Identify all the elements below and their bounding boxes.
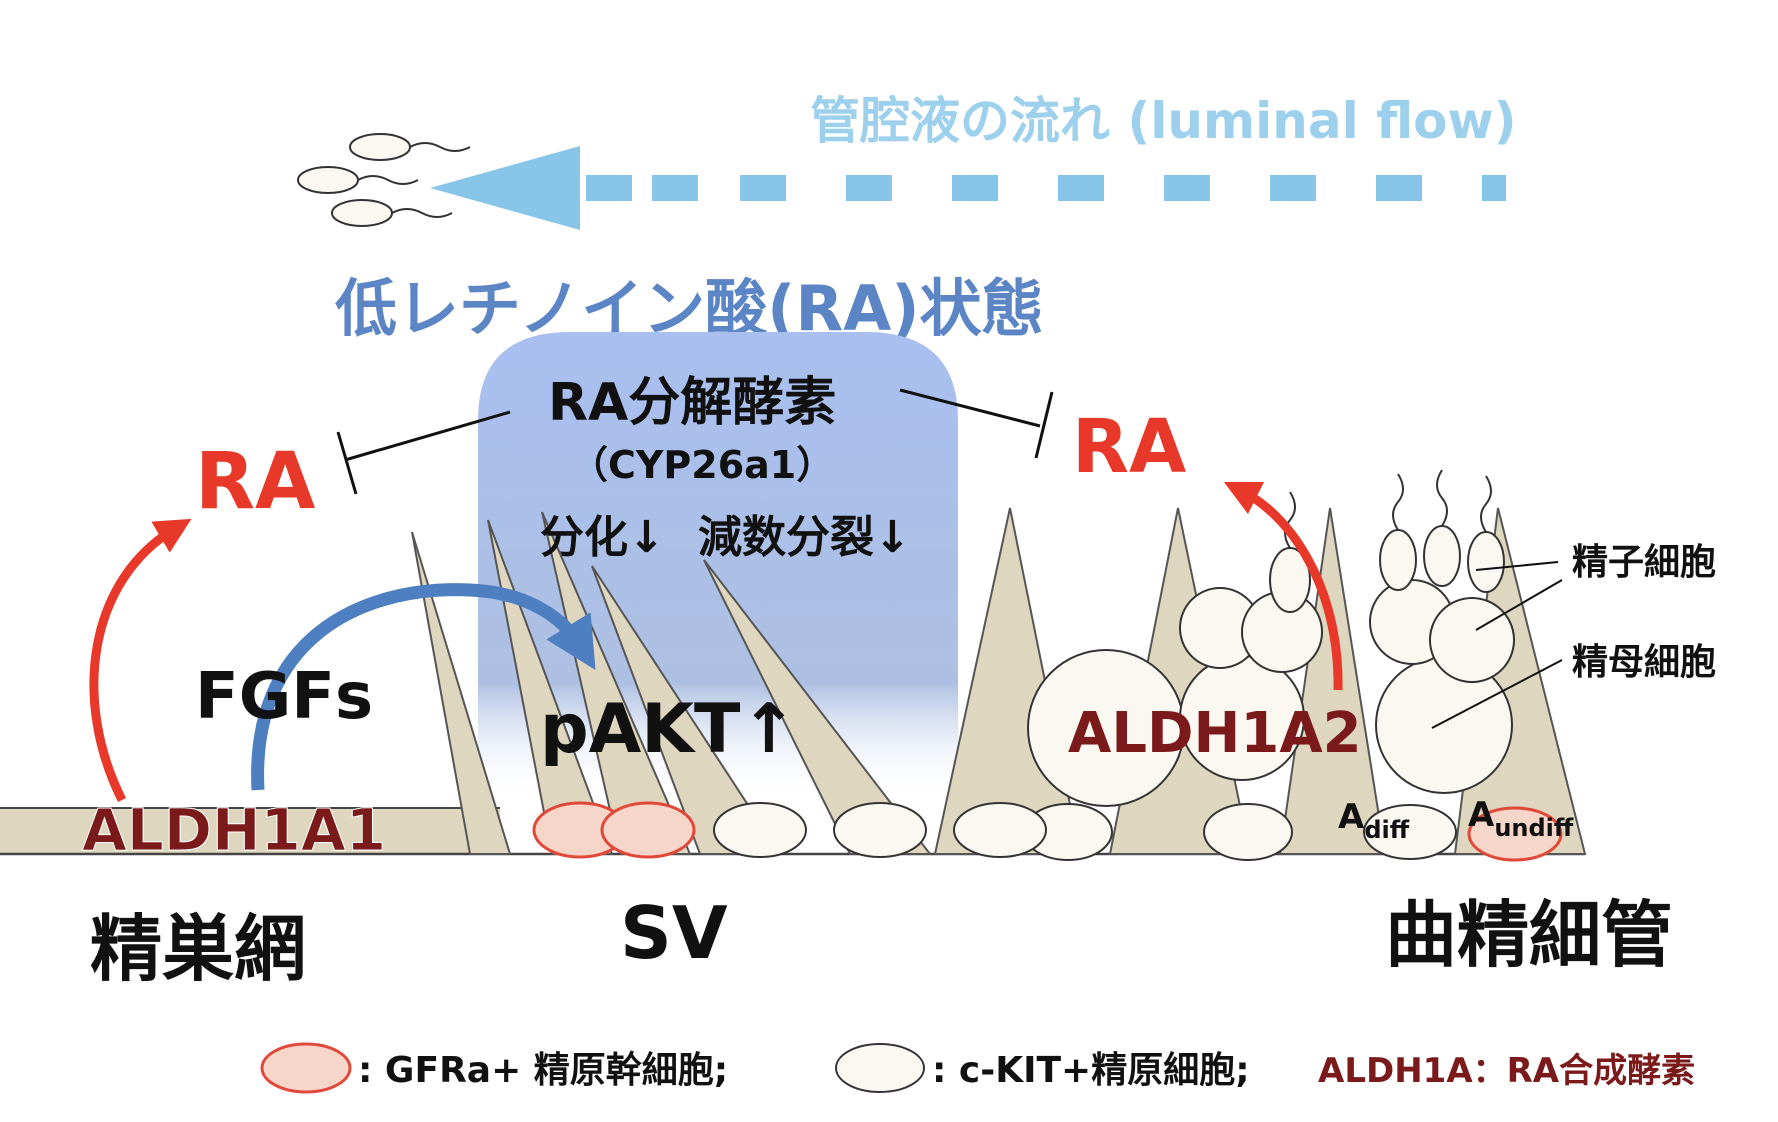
legend-gfra-text: : GFRa+ 精原幹細胞;	[358, 1049, 728, 1091]
right-ra-label: RA	[1072, 404, 1186, 490]
pakt-label: pAKT↑	[540, 690, 797, 769]
germ-cells	[1023, 469, 1515, 861]
a-undiff-label: Aundiff	[1468, 795, 1574, 842]
sperm-icons	[297, 133, 471, 227]
seminiferous-tubule-label: 曲精細管	[1385, 893, 1673, 977]
spermatid-label: 精子細胞	[1572, 542, 1716, 583]
aldh1a2-label: ALDH1A2	[1068, 701, 1362, 766]
a-diff-label: Adiff	[1338, 797, 1410, 844]
ckit-cells	[713, 802, 1457, 860]
aldh1a1-to-ra-arrow	[89, 518, 192, 803]
aldh1a1-label: ALDH1A1	[82, 796, 386, 864]
legend-ckit-swatch	[835, 1043, 925, 1093]
cyp26a1-label: （CYP26a1）	[570, 443, 834, 487]
differentiation-down-label: 分化↓	[540, 512, 665, 563]
left-ra-label: RA	[195, 437, 315, 527]
luminal-flow-label: 管腔液の流れ (luminal flow)	[810, 92, 1517, 150]
tissue-base	[0, 807, 1585, 856]
inhibition-left	[336, 410, 511, 495]
legend-ckit-text: : c-KIT+精原細胞;	[932, 1050, 1250, 1091]
fgfs-arrow	[251, 583, 596, 791]
fgfs-label: FGFs	[195, 660, 373, 734]
spermatocyte-label: 精母細胞	[1572, 642, 1716, 683]
legend-gfra-swatch	[260, 1042, 352, 1094]
aldh1a2-to-ra-arrow	[1223, 481, 1343, 691]
sv-label: SV	[620, 891, 728, 975]
gfra-cells	[532, 801, 1563, 862]
legend-aldh-text: ALDH1A：RA合成酵素	[1318, 1051, 1695, 1091]
meiosis-down-label: 減数分裂↓	[698, 512, 911, 563]
luminal-flow-arrow	[430, 146, 1506, 230]
inhibition-right	[899, 388, 1054, 459]
ra-degrading-enzyme-label: RA分解酵素	[548, 373, 836, 433]
cell-pointer-lines	[1431, 561, 1563, 729]
rete-testis-label: 精巣網	[90, 907, 306, 991]
